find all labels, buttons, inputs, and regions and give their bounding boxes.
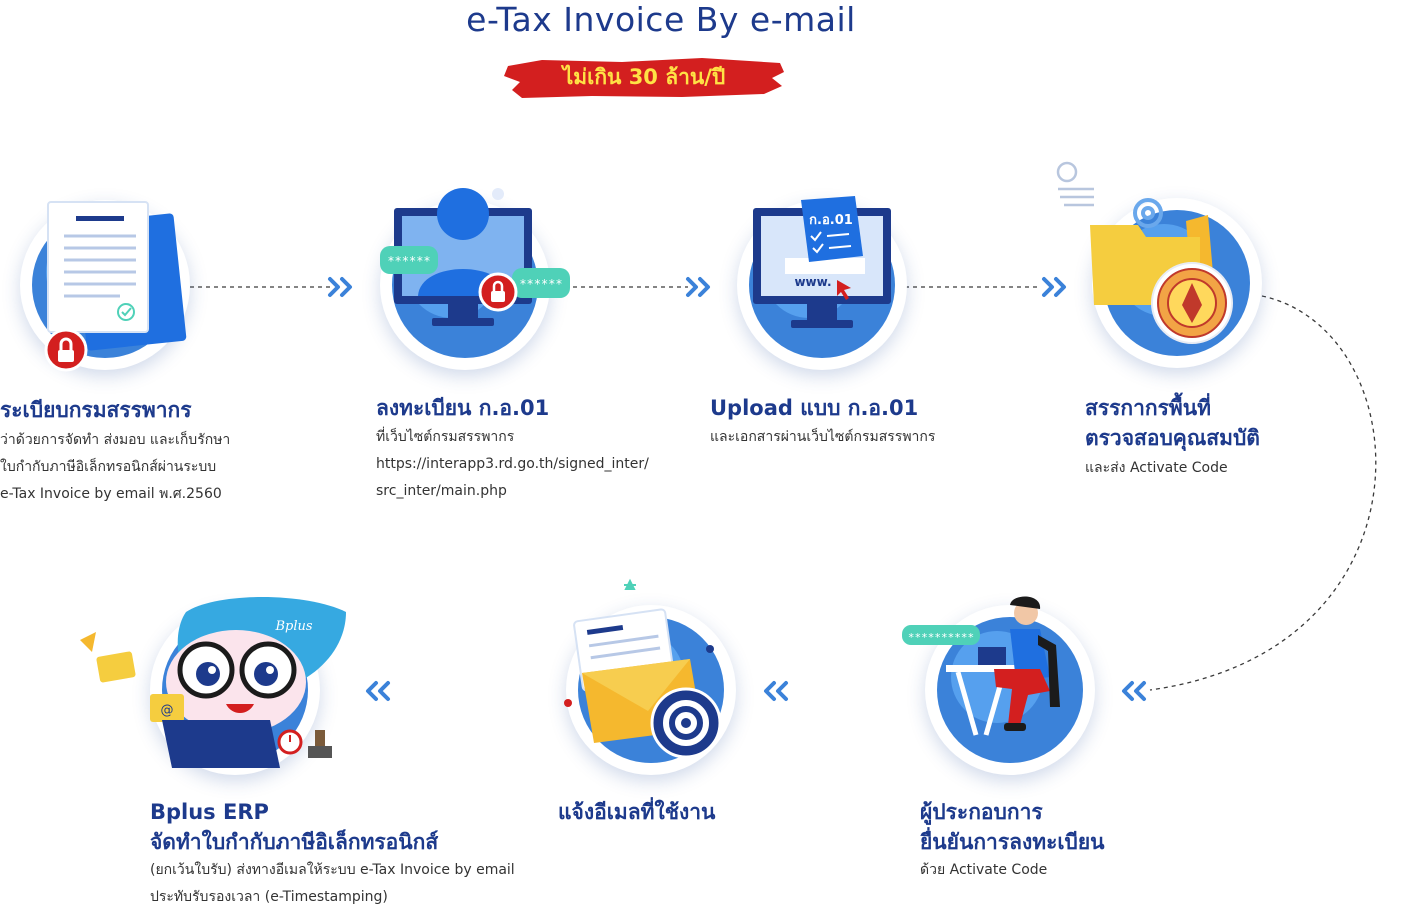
step-6-heading: แจ้งอีเมลที่ใช้งาน — [558, 800, 716, 824]
step-4-description: และส่ง Activate Code — [1085, 460, 1228, 476]
folder-seal-icon — [1056, 161, 1233, 344]
double-chevron-left-icon — [764, 681, 788, 701]
monitor-upload-icon: ก.อ.01 www. — [753, 196, 891, 328]
url-label: www. — [794, 275, 831, 289]
double-chevron-right-icon — [328, 277, 352, 297]
step-5-heading: ผู้ประกอบการยื่นยันการลงทะเบียน — [920, 800, 1105, 854]
mascot-icon: Bplus @ — [80, 597, 346, 768]
svg-text:@: @ — [161, 703, 174, 718]
step-3-description: และเอกสารผ่านเว็บไซต์กรมสรรพากร — [710, 429, 936, 445]
mascot-brand-label: Bplus — [274, 619, 312, 634]
red-brush-banner — [504, 58, 784, 98]
double-chevron-right-icon — [686, 277, 710, 297]
password-field-right: ****** — [519, 277, 562, 291]
form-label: ก.อ.01 — [809, 213, 853, 228]
double-chevron-right-icon — [1042, 277, 1066, 297]
step-1-heading: ระเบียบกรมสรรพากร — [0, 398, 192, 422]
step-4-heading: สรรกากรพื้นที่ตรวจสอบคุณสมบัติ — [1085, 396, 1260, 450]
step-2-heading: ลงทะเบียน ก.อ.01 — [376, 396, 550, 420]
envelope-at-icon — [564, 578, 722, 759]
connector-curve-4-5 — [1149, 295, 1377, 691]
step-7-description: (ยกเว้นใบรับ) ส่งทางอีเมลให้ระบบ e-Tax I… — [150, 862, 515, 905]
monitor-user-icon: ****** ****** — [380, 188, 570, 326]
step-5-description: ด้วย Activate Code — [920, 862, 1048, 878]
page-title: e-Tax Invoice By e-mail — [466, 0, 856, 39]
double-chevron-left-icon — [366, 681, 390, 701]
step-1-description: ว่าด้วยการจัดทำ ส่งมอบ และเก็บรักษาใบกำก… — [0, 432, 231, 502]
password-field-left: ****** — [387, 254, 430, 268]
double-chevron-left-icon — [1122, 681, 1146, 701]
banner-text: ไม่เกิน 30 ล้าน/ปี — [562, 65, 726, 89]
step-3-heading: Upload แบบ ก.อ.01 — [710, 396, 919, 420]
person-laptop-icon: ********** — [902, 596, 1060, 736]
document-lock-icon — [44, 201, 187, 372]
activate-code-field: ********** — [908, 631, 974, 644]
